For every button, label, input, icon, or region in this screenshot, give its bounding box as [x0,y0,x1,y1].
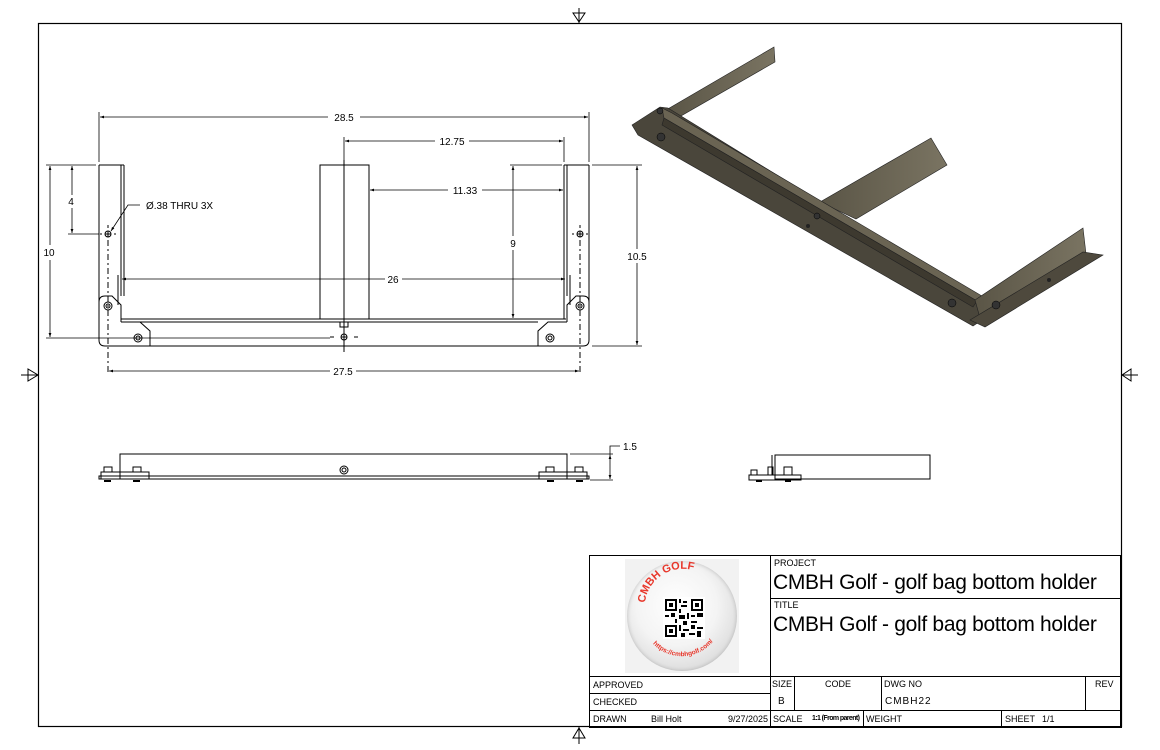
center-marker-bottom [572,727,586,744]
title-value: CMBH Golf - golf bag bottom holder [773,613,1097,636]
center-marker-right [1121,368,1138,382]
size-cell: SIZE B [770,676,795,711]
dim-26: 26 [387,275,399,286]
rev-label: REV [1095,679,1114,689]
dwg-no-value: CMBH22 [885,696,932,707]
hole-marks [100,225,588,375]
dim-28-5: 28.5 [334,113,354,124]
sheet-label: SHEET [1005,714,1036,724]
checked-row: CHECKED [589,693,771,711]
dwg-no-label: DWG NO [884,679,922,689]
logo-cell: CMBH GOLF https://cmbhgolf.com/ [589,555,771,677]
dimension-text: 28.5 12.75 11.33 26 27.5 10 4 9 10.5 Ø.3… [43,113,647,453]
rev-cell: REV [1085,676,1122,711]
isometric-view [631,46,1104,328]
project-label: PROJECT [774,558,817,568]
code-cell: CODE [794,676,882,711]
project-value: CMBH Golf - golf bag bottom holder [773,571,1097,594]
title-label: TITLE [774,600,799,610]
dim-10: 10 [43,248,55,259]
checked-label: CHECKED [593,697,638,707]
dim-1-5: 1.5 [623,442,637,453]
golf-ball-graphic: CMBH GOLF https://cmbhgolf.com/ [627,561,737,671]
logo-url-text: https://cmbhgolf.com/ [651,638,714,658]
dim-4: 4 [68,197,74,208]
end-view [748,454,931,481]
side-view-bolts [104,480,583,482]
center-marker-left [21,368,39,382]
center-marker-top [572,8,586,23]
size-value: B [778,696,785,707]
dwg-no-cell: DWG NO CMBH22 [881,676,1086,711]
scale-cell: SCALE 1:1 (From parent) [770,710,864,728]
code-label: CODE [825,679,852,689]
drawn-label: DRAWN [593,714,627,724]
dim-11-33: 11.33 [453,186,478,197]
front-view [98,160,590,352]
end-view-bolts [756,480,791,482]
company-logo: CMBH GOLF https://cmbhgolf.com/ [625,559,739,673]
dim-10-5: 10.5 [627,252,647,263]
size-label: SIZE [772,679,793,689]
drawn-by: Bill Holt [651,714,682,724]
svg-text:https://cmbhgolf.com/: https://cmbhgolf.com/ [651,638,714,658]
weight-label: WEIGHT [866,714,902,724]
sheet-cell: SHEET 1/1 [1001,710,1122,728]
dim-27-5: 27.5 [333,367,353,378]
hole-callout: Ø.38 THRU 3X [146,201,213,212]
dim-12-75: 12.75 [439,137,464,148]
sheet-value: 1/1 [1042,714,1055,724]
approved-label: APPROVED [593,680,644,690]
dimension-lines [46,112,642,373]
title-block: CMBH GOLF https://cmbhgolf.com/ [589,555,1122,728]
scale-label: SCALE [773,714,803,724]
weight-cell: WEIGHT [863,710,1002,728]
approved-row: APPROVED [589,676,771,694]
logo-text-arc: CMBH GOLF https://cmbhgolf.com/ [636,561,715,658]
side-view [98,445,620,481]
project-title-cell: PROJECT CMBH Golf - golf bag bottom hold… [770,555,1122,677]
scale-value: 1:1 (From parent) [812,715,860,722]
dim-9: 9 [510,239,516,250]
drawn-row: DRAWN Bill Holt 9/27/2025 [589,710,771,728]
drawn-date: 9/27/2025 [727,714,768,724]
qr-code [663,597,705,639]
